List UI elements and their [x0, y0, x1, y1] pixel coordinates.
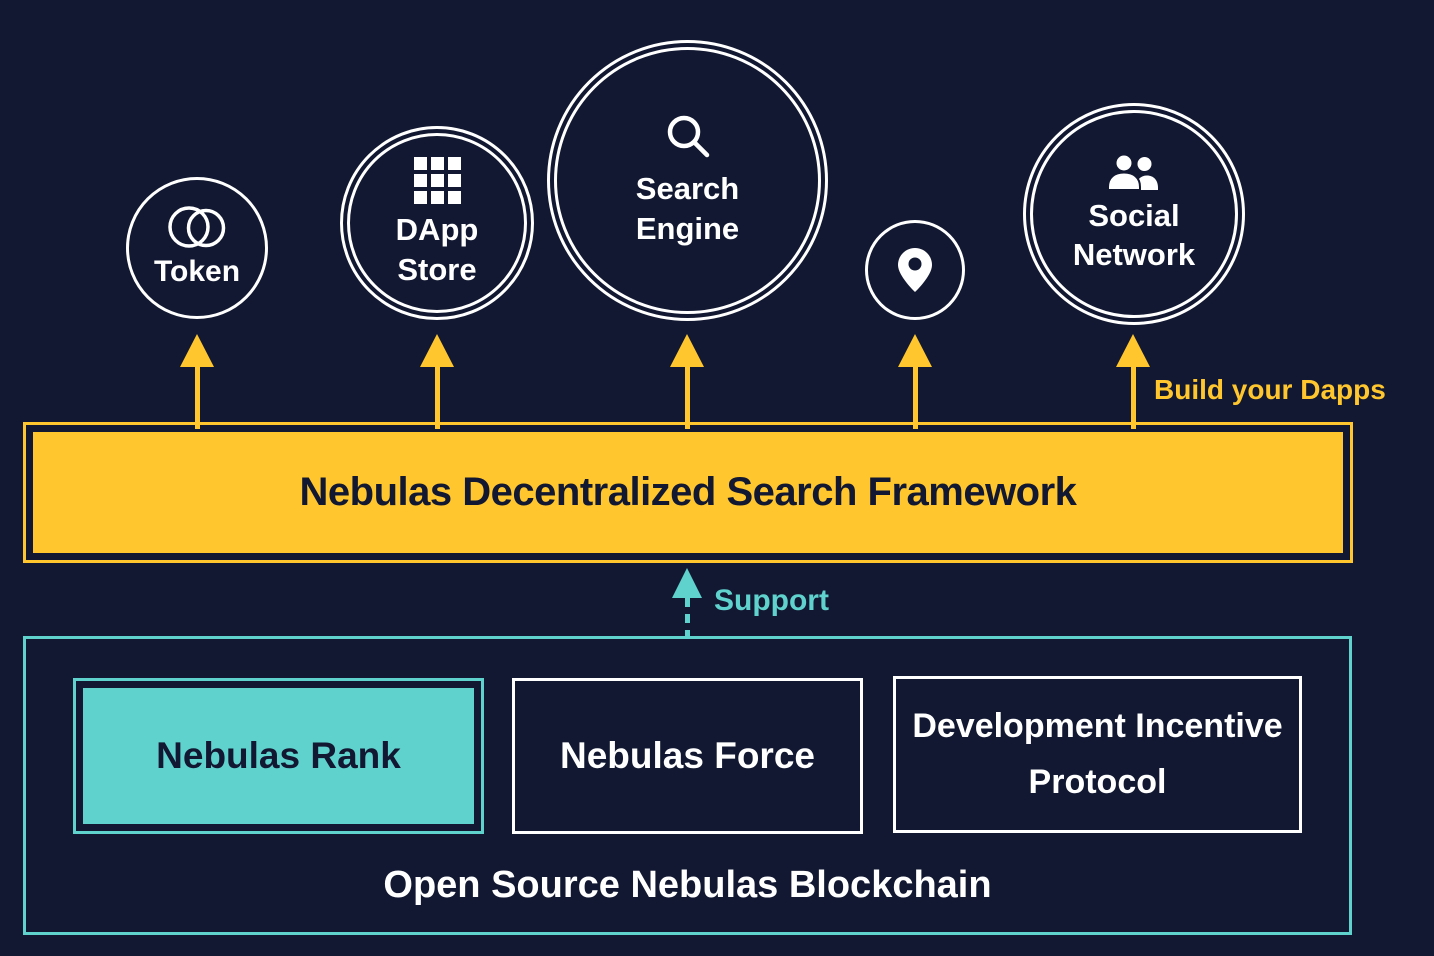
arrow-stem [434, 366, 440, 429]
coins-icon [168, 206, 226, 248]
nebulas-rank-module: Nebulas Rank [73, 678, 484, 834]
location-circle [865, 220, 965, 320]
arrow-head [180, 334, 214, 367]
support-label: Support [714, 584, 829, 617]
arrow-stem [912, 366, 918, 429]
support-arrow [672, 568, 702, 636]
search-framework-banner: Nebulas Decentralized Search Framework [23, 422, 1353, 563]
nebulas-force-module: Nebulas Force [512, 678, 863, 834]
arrow-head [670, 334, 704, 367]
dev-incentive-label: Development Incentive Protocol [912, 707, 1283, 801]
arrow-to-location [898, 334, 932, 429]
blockchain-box [23, 636, 1352, 935]
blockchain-title: Open Source Nebulas Blockchain [383, 864, 992, 906]
search-engine-circle: Search Engine [547, 40, 828, 321]
arrow-to-social-network [1116, 334, 1150, 429]
arrow-stem [684, 366, 690, 429]
arrow-to-dapp-store [420, 334, 454, 429]
dapp-store-circle: DApp Store [340, 126, 534, 320]
app-grid-icon [413, 157, 461, 205]
arrow-head [1116, 334, 1150, 367]
nebulas-force-label: Nebulas Force [560, 735, 815, 776]
arrow-to-token [180, 334, 214, 429]
people-icon [1107, 153, 1158, 190]
dev-incentive-module: Development Incentive Protocol [893, 676, 1302, 833]
token-label: Token [153, 255, 241, 289]
token-circle: Token [126, 177, 268, 319]
dapp-store-label: DApp Store [395, 212, 479, 287]
support-arrow-stem [684, 598, 690, 636]
social-network-circle: Social Network [1023, 103, 1245, 325]
build-your-dapps-label: Build your Dapps [1154, 374, 1386, 405]
nebulas-rank-label: Nebulas Rank [156, 735, 401, 776]
arrow-stem [194, 366, 200, 429]
location-pin-icon [898, 248, 932, 292]
arrow-to-search-engine [670, 334, 704, 429]
search-framework-title: Nebulas Decentralized Search Framework [299, 470, 1077, 514]
search-engine-label: Search Engine [635, 171, 740, 246]
arrow-stem [1130, 366, 1136, 429]
magnifier-icon [667, 116, 709, 158]
social-network-label: Social Network [1072, 197, 1196, 272]
nebulas-rank-fill: Nebulas Rank [83, 688, 474, 824]
arrow-head [420, 334, 454, 367]
arrow-head [898, 334, 932, 367]
search-framework-banner-fill: Nebulas Decentralized Search Framework [33, 432, 1343, 553]
support-arrow-head [672, 568, 702, 598]
